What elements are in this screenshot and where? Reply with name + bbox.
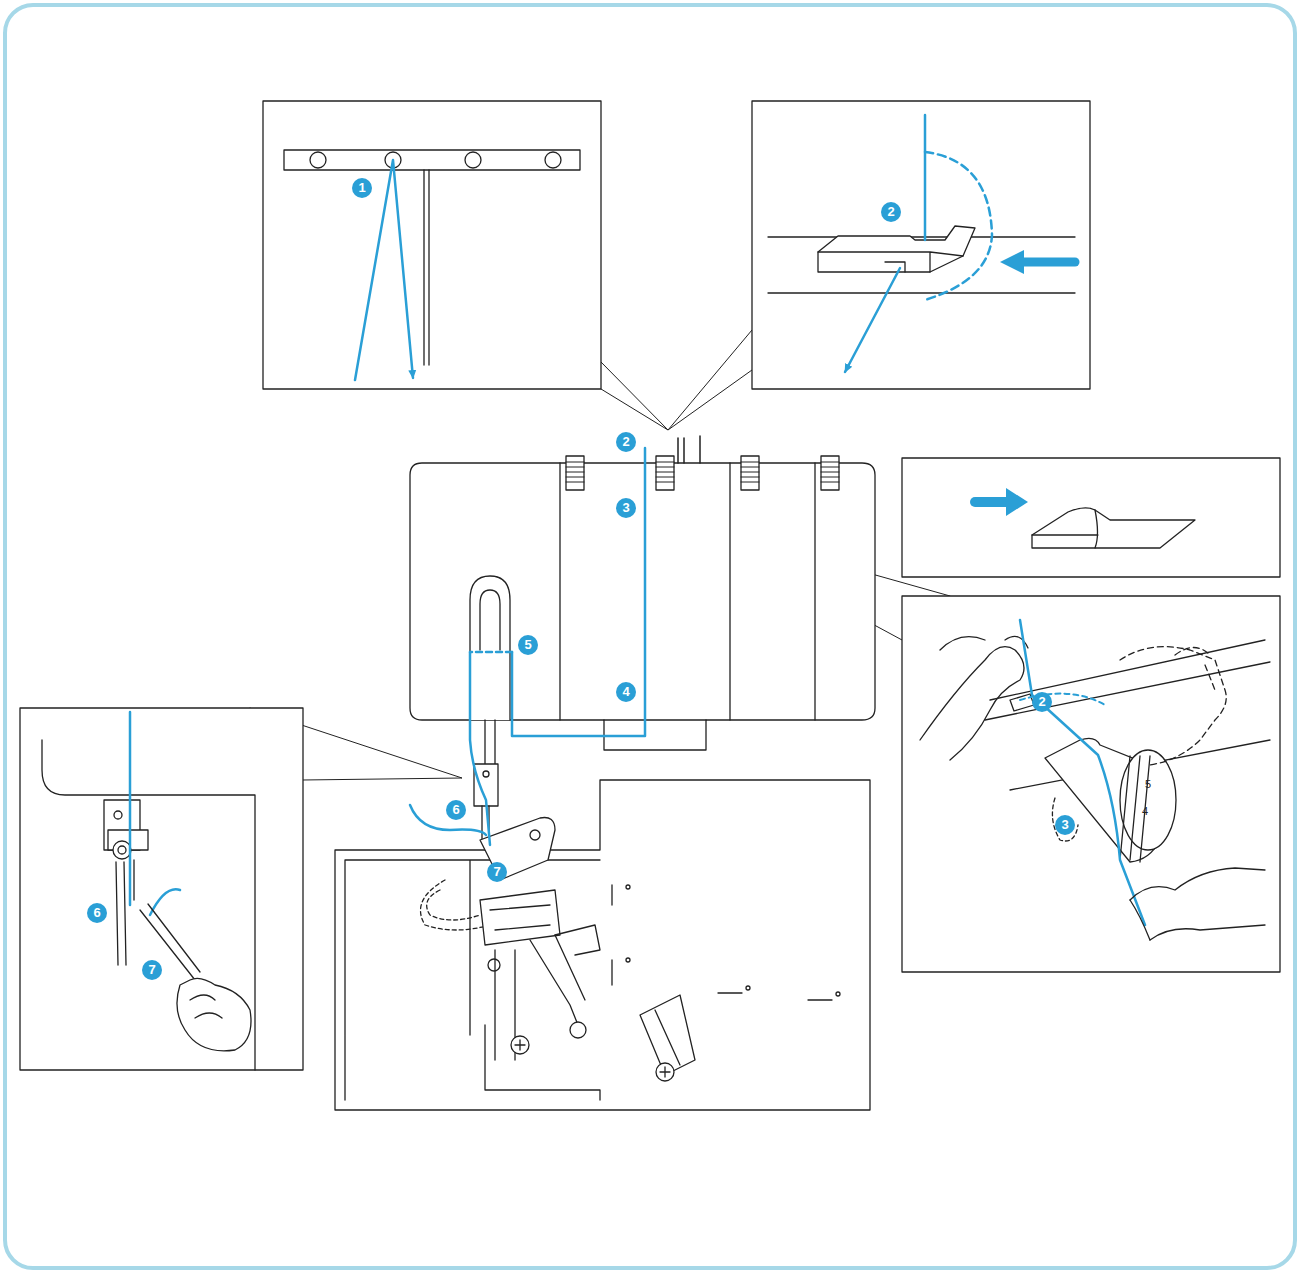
dial-number: 5 (1145, 778, 1151, 790)
serger-body (335, 436, 875, 1110)
callout-number: 7 (142, 960, 162, 980)
tension-dial-inset (902, 596, 1280, 972)
callout-number: 2 (1032, 692, 1052, 712)
callout-number: 3 (616, 498, 636, 518)
callout-number: 2 (881, 202, 901, 222)
thread-guide-inset (263, 101, 601, 389)
callout-number: 7 (487, 862, 507, 882)
thread-path (410, 448, 645, 845)
callout-number: 1 (352, 178, 372, 198)
leader-lines (250, 330, 950, 780)
callout-number: 6 (446, 800, 466, 820)
needle-threading-inset (20, 708, 303, 1070)
callout-number: 6 (87, 903, 107, 923)
tension-knobs (566, 456, 839, 490)
callout-number: 5 (518, 635, 538, 655)
guide-detail-inset (902, 458, 1280, 577)
tension-guide-inset (752, 101, 1090, 389)
callout-number: 3 (1055, 815, 1075, 835)
callout-number: 2 (616, 432, 636, 452)
dial-number: 4 (1142, 805, 1148, 817)
callout-number: 4 (616, 682, 636, 702)
outer-frame (5, 5, 1295, 1268)
